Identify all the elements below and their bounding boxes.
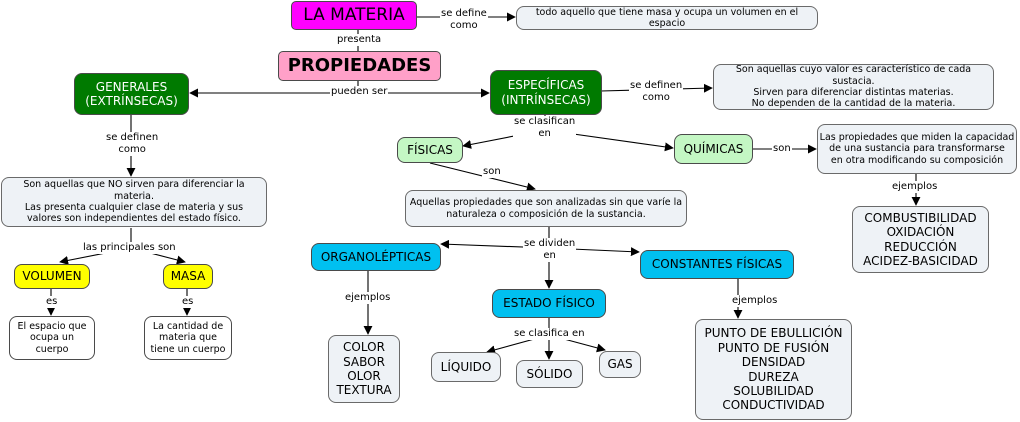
link-label-ejemplos-quimicas: ejemplos [891, 181, 939, 193]
node-volumen-definition[interactable]: El espacio que ocupa un cuerpo [9, 316, 95, 360]
node-generales-definition[interactable]: Son aquellas que NO sirven para diferenc… [1, 177, 267, 227]
link-label-se-clasifica-en: se clasifica en [513, 328, 586, 340]
link-label-son-fisicas: son [482, 166, 502, 178]
node-generales[interactable]: GENERALES (EXTRÍNSECAS) [74, 73, 189, 115]
node-constantes-fisicas[interactable]: CONSTANTES FÍSICAS [640, 250, 794, 279]
link-label-se-definen-como-right: se definen como [629, 80, 684, 104]
link-label-las-principales-son: las principales son [82, 242, 177, 254]
node-solido[interactable]: SÓLIDO [516, 360, 583, 388]
node-constantes-examples[interactable]: PUNTO DE EBULLICIÓN PUNTO DE FUSIÓN DENS… [695, 319, 852, 420]
node-liquido[interactable]: LÍQUIDO [431, 352, 501, 382]
node-masa-definition[interactable]: La cantidad de materia que tiene un cuer… [144, 316, 232, 360]
link-label-es-masa: es [181, 296, 195, 308]
link-label-se-definen-como-left: se definen como [105, 132, 160, 156]
link-label-se-clasifican-en: se clasifican en [513, 116, 577, 140]
link-label-son-quimicas: son [772, 143, 792, 155]
node-propiedades[interactable]: PROPIEDADES [278, 51, 441, 81]
node-materia-definition[interactable]: todo aquello que tiene masa y ocupa un v… [516, 6, 818, 30]
node-quimicas-examples[interactable]: COMBUSTIBILIDAD OXIDACIÓN REDUCCIÓN ACID… [852, 206, 989, 273]
node-fisicas-definition[interactable]: Aquellas propiedades que son analizadas … [405, 190, 687, 227]
node-especificas[interactable]: ESPECÍFICAS (INTRÍNSECAS) [490, 70, 602, 115]
node-masa[interactable]: MASA [163, 264, 213, 289]
node-organolepticas[interactable]: ORGANOLÉPTICAS [311, 243, 441, 271]
link-label-se-define-como: se define como [440, 8, 488, 32]
link-label-presenta: presenta [336, 34, 383, 46]
link-label-ejemplos-constantes: ejemplos [731, 295, 779, 307]
node-la-materia[interactable]: LA MATERIA [291, 1, 417, 30]
node-quimicas-definition[interactable]: Las propiedades que miden la capacidad d… [817, 124, 1017, 174]
link-label-ejemplos-organo: ejemplos [344, 292, 392, 304]
node-estado-fisico[interactable]: ESTADO FÍSICO [492, 289, 606, 318]
node-fisicas[interactable]: FÍSICAS [397, 137, 463, 163]
link-label-es-volumen: es [45, 296, 59, 308]
node-organolepticas-examples[interactable]: COLOR SABOR OLOR TEXTURA [328, 335, 400, 403]
node-volumen[interactable]: VOLUMEN [14, 264, 90, 289]
node-quimicas[interactable]: QUÍMICAS [674, 134, 753, 164]
node-especificas-definition[interactable]: Son aquellas cuyo valor es característic… [713, 64, 994, 110]
link-label-se-dividen-en: se dividen en [523, 238, 577, 262]
link-label-pueden-ser: pueden ser [330, 86, 389, 98]
node-gas[interactable]: GAS [599, 351, 641, 378]
